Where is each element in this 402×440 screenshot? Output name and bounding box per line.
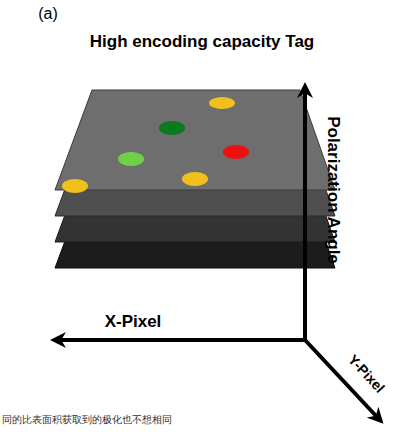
axis-label: X-Pixel [105,313,162,332]
axis-label: Polarization Angle [324,116,343,264]
panel-letter: (a) [38,5,58,23]
note-text: 同的比表面积获取到的极化也不想相同 [2,414,172,425]
figure-title: High encoding capacity Tag [90,33,315,52]
